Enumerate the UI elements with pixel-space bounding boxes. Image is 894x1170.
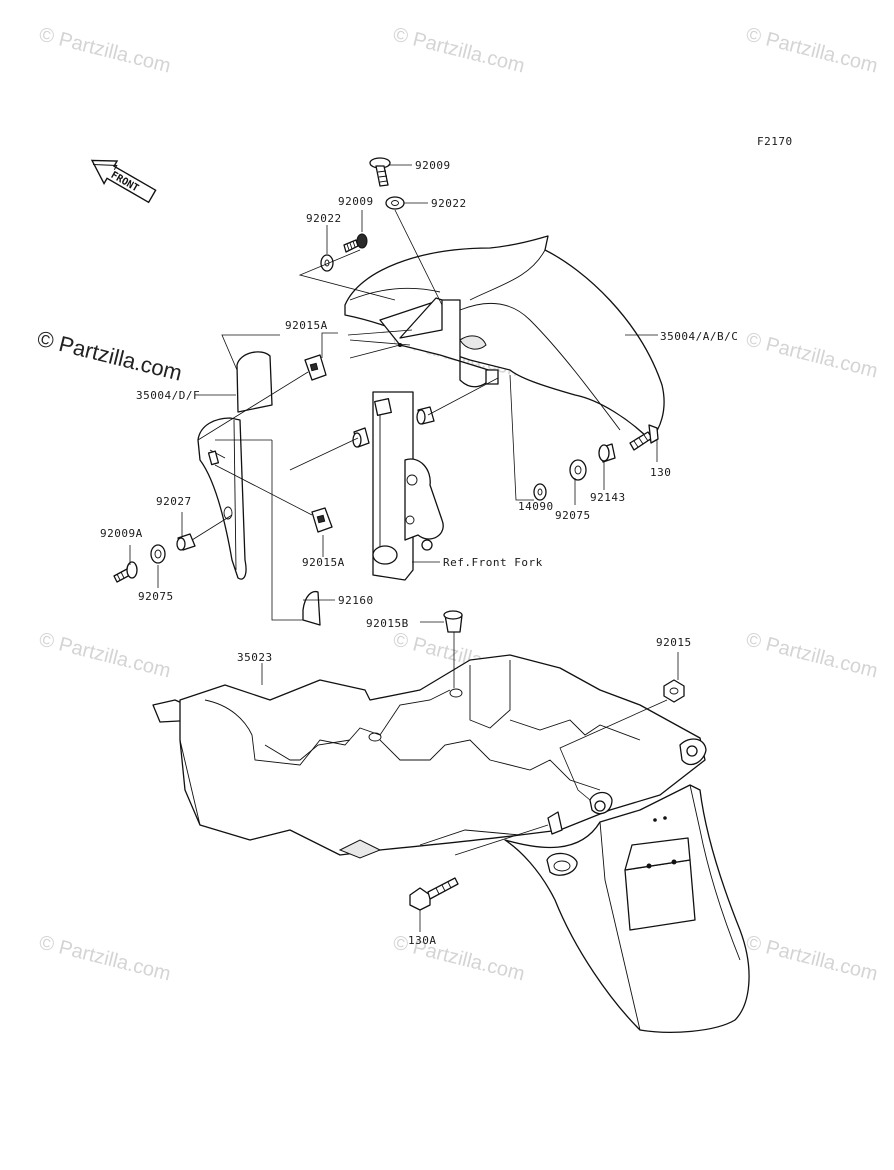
pad-92160 (302, 590, 321, 626)
washer-92143 (598, 443, 616, 463)
label-92027[interactable]: 92027 (156, 495, 192, 508)
watermark: © Partzilla.com (744, 932, 880, 986)
label-92160[interactable]: 92160 (338, 594, 374, 607)
bolt-92009-mid (343, 233, 368, 253)
rear-fender-undertray-35023 (152, 654, 707, 859)
label-92075-left[interactable]: 92075 (138, 590, 174, 603)
watermark: © Partzilla.com (744, 629, 880, 683)
label-92009-mid[interactable]: 92009 (338, 195, 374, 208)
bolt-92009-top (369, 157, 391, 187)
watermark: © Partzilla.com (37, 629, 173, 683)
washer-14090 (533, 483, 547, 501)
label-92015a-top[interactable]: 92015A (285, 319, 328, 332)
label-130[interactable]: 130 (650, 466, 671, 479)
washer-92022-top (385, 196, 405, 210)
label-ref-front-fork[interactable]: Ref.Front Fork (443, 556, 543, 569)
callout-labels: 92009 92022 92009 92022 92015A 35004/A/B… (100, 159, 738, 947)
label-92075-right[interactable]: 92075 (555, 509, 591, 522)
figure-code: F2170 (757, 135, 793, 148)
washer-92075-left (150, 544, 166, 564)
grommet-92015b (443, 610, 463, 633)
watermark: © Partzilla.com (391, 24, 527, 78)
clip-nut-92015a-top (304, 354, 327, 381)
fender-side-piece-35004-d-f (197, 351, 273, 580)
watermark: © Partzilla.com (37, 932, 173, 986)
label-92015a-bottom[interactable]: 92015A (302, 556, 345, 569)
watermark-prominent: © Partzilla.com (35, 326, 185, 386)
watermark: © Partzilla.com (37, 24, 173, 78)
bolt-130 (629, 424, 659, 451)
bolt-92009a (113, 561, 138, 583)
label-92143[interactable]: 92143 (590, 491, 626, 504)
label-35004-side[interactable]: 35004/D/F (136, 389, 200, 402)
bolt-130a (409, 877, 459, 911)
washer-92022-left (320, 254, 334, 272)
watermark: © Partzilla.com (744, 329, 880, 383)
label-35004-main[interactable]: 35004/A/B/C (660, 330, 738, 343)
leader-lines (129, 164, 679, 932)
rear-mudguard-panel (504, 784, 750, 1033)
label-92022-top[interactable]: 92022 (431, 197, 467, 210)
label-14090[interactable]: 14090 (518, 500, 554, 513)
clip-nut-92015a-bottom (311, 507, 333, 533)
label-92015b[interactable]: 92015B (366, 617, 409, 630)
label-130a[interactable]: 130A (408, 934, 437, 947)
fork-collar (352, 406, 435, 448)
label-92015[interactable]: 92015 (656, 636, 692, 649)
label-35023[interactable]: 35023 (237, 651, 273, 664)
washer-92075-right (569, 459, 587, 481)
watermark: © Partzilla.com (744, 24, 880, 78)
nut-92015 (663, 679, 685, 703)
front-fender-35004 (344, 235, 665, 441)
label-92022-left[interactable]: 92022 (306, 212, 342, 225)
label-92009-top[interactable]: 92009 (415, 159, 451, 172)
collar-92027 (176, 506, 233, 551)
front-fork-reference (372, 391, 444, 581)
front-direction-arrow-icon: FRONT (90, 159, 157, 204)
label-92009a[interactable]: 92009A (100, 527, 143, 540)
